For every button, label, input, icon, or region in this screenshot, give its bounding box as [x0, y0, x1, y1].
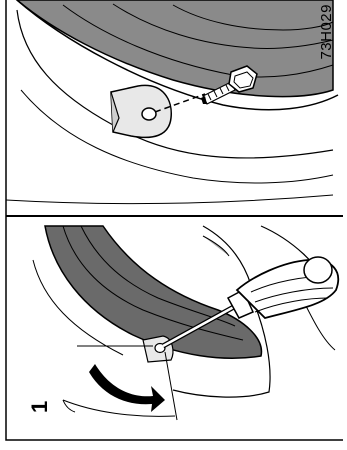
bracket-hole: [142, 108, 156, 120]
mounting-bracket: [111, 85, 171, 137]
bottom-panel: [33, 226, 338, 420]
callout-line-2: [165, 352, 177, 420]
diagram-code: 73H029: [318, 4, 336, 60]
top-panel: [6, 0, 338, 204]
diagram-frame: [3, 0, 343, 444]
rotation-arrow-icon: [89, 364, 165, 412]
step-number: 1: [27, 389, 57, 413]
